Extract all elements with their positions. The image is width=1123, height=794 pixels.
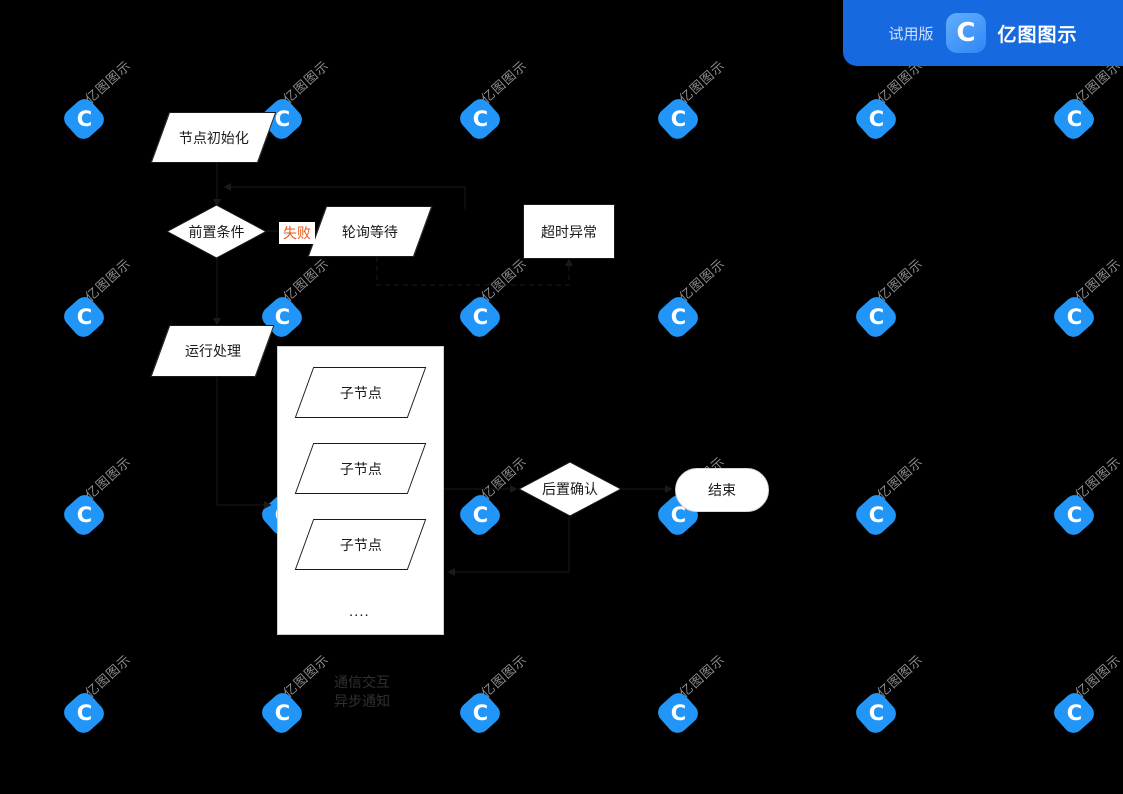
trial-badge[interactable]: 试用版 Ɔ 亿图图示: [843, 0, 1123, 66]
node-init[interactable]: 节点初始化: [150, 112, 277, 163]
node-child-3-label: 子节点: [339, 536, 382, 553]
trial-label: 试用版: [888, 25, 934, 43]
node-child-3[interactable]: 子节点: [294, 519, 427, 570]
node-child-1[interactable]: 子节点: [294, 367, 427, 418]
node-child-1-label: 子节点: [339, 384, 382, 401]
edge-label-fail: 失败: [279, 222, 315, 244]
brand-label: 亿图图示: [997, 24, 1078, 46]
node-more-ellipsis: ....: [349, 603, 370, 620]
node-timeout[interactable]: 超时异常: [523, 204, 615, 259]
node-run[interactable]: 运行处理: [150, 325, 275, 377]
node-precond-label: 前置条件: [188, 223, 245, 240]
node-poll[interactable]: 轮询等待: [307, 206, 433, 257]
edraw-logo-glyph: Ɔ: [955, 18, 976, 48]
node-end-label: 结束: [708, 482, 736, 498]
node-child-2[interactable]: 子节点: [294, 443, 427, 494]
node-postcheck[interactable]: 后置确认: [518, 461, 622, 517]
node-child-2-label: 子节点: [339, 460, 382, 477]
node-run-label: 运行处理: [184, 343, 241, 359]
node-poll-label: 轮询等待: [342, 223, 398, 240]
node-postcheck-label: 后置确认: [542, 481, 598, 497]
note-communication: 通信交互: [334, 674, 390, 690]
node-timeout-label: 超时异常: [541, 223, 597, 240]
edraw-logo-icon: Ɔ: [945, 13, 986, 53]
note-async: 异步通知: [334, 693, 390, 709]
node-precond[interactable]: 前置条件: [166, 204, 267, 259]
node-init-label: 节点初始化: [178, 129, 249, 146]
node-end[interactable]: 结束: [675, 468, 769, 512]
